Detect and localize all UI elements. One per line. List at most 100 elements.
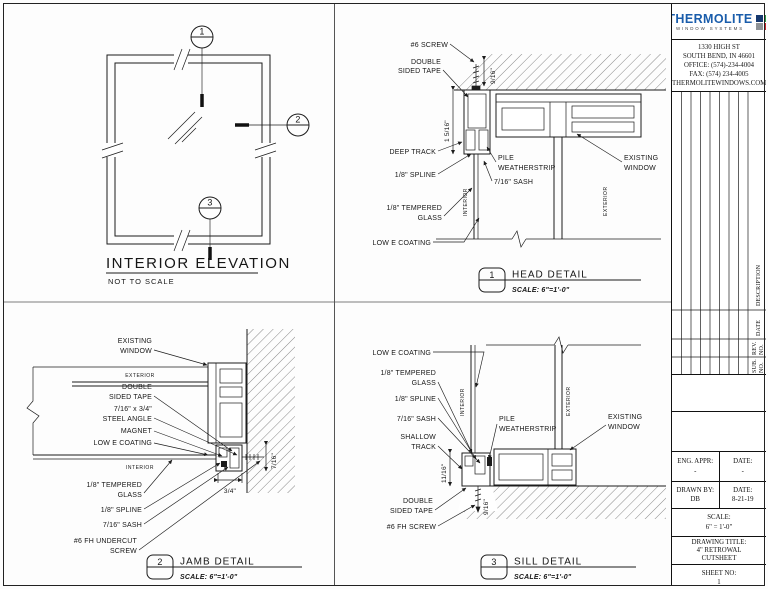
dim-9-16: 9/16" (481, 55, 497, 87)
label-glass-2: GLASS (118, 492, 142, 499)
svg-text:3: 3 (491, 557, 496, 567)
sill-detail-titleblock: 3 SILL DETAIL SCALE: 6"=1'-0" (480, 554, 636, 581)
sill-detail-drawing: INTERIOR EXTERIOR (373, 336, 666, 581)
dim-3-4: 3/4" (213, 473, 243, 495)
rev-header-sub: SUB. (752, 359, 758, 373)
company-name: THERMOLITE (672, 12, 753, 26)
address-line: THERMOLITEWINDOWS.COM (672, 80, 766, 87)
window-frame-outer (106, 54, 271, 245)
interior-elevation-drawing: 1 2 3 INTERIOR ELEVATION NOT TO SCALE (101, 25, 310, 286)
svg-text:11/16": 11/16" (441, 463, 448, 483)
jamb-detail-drawing: EXTERIOR INTERIOR 7/16" 3/4" (26, 329, 302, 581)
label-track-1: SHALLOW (400, 434, 436, 441)
quadrant-divider-vertical (334, 3, 336, 586)
label-low-e: LOW E COATING (373, 240, 431, 247)
scale-value: 6" = 1'-0" (705, 524, 733, 531)
deep-track-profile (463, 89, 491, 155)
drawing-title-label: DRAWING TITLE: (691, 539, 747, 546)
label-glass-1: 1/8" TEMPERED (386, 205, 442, 212)
label-sash: 7/16" SASH (494, 179, 533, 186)
label-existing-1: EXISTING (624, 155, 658, 162)
drawing-title-row: DRAWING TITLE: 4" RETROWAL CUTSHEET (672, 537, 766, 565)
svg-text:9/16": 9/16" (483, 499, 490, 515)
blank-box (672, 412, 766, 452)
sill-track-profile (461, 452, 492, 487)
drawing-title-line2: CUTSHEET (701, 555, 737, 562)
sheet-number-row: SHEET NO: 1 (672, 565, 766, 589)
label-screw: #6 FH SCREW (387, 524, 436, 531)
elevation-title: INTERIOR ELEVATION (106, 255, 291, 272)
blank-box (672, 375, 766, 412)
logo-squares-icon (755, 14, 766, 30)
label-tape-2: SIDED TAPE (109, 394, 152, 401)
drawing-title-line1: 4" RETROWAL (696, 547, 742, 554)
floor-hatch (464, 486, 666, 519)
label-existing-1: EXISTING (118, 338, 152, 345)
head-detail-titleblock: 1 HEAD DETAIL SCALE: 6"=1'-0" (478, 267, 641, 294)
label-glass-1: 1/8" TEMPERED (380, 370, 436, 377)
eng-appr-label: ENG. APPR: (677, 457, 714, 465)
callout-1-number: 1 (199, 27, 204, 37)
company-tagline: WINDOW SYSTEMS (675, 26, 745, 31)
glass-symbol (167, 111, 203, 145)
drawn-date-value: 8-21-19 (731, 496, 754, 504)
label-glass-2: GLASS (418, 215, 442, 222)
address-line: 1330 HIGH ST (698, 44, 740, 51)
scale-row: SCALE: 6" = 1'-0" (672, 509, 766, 537)
svg-text:7/16": 7/16" (271, 453, 278, 469)
exterior-label: EXTERIOR (125, 373, 155, 379)
svg-text:1 5/16": 1 5/16" (444, 120, 451, 142)
sheet-label: SHEET NO: (701, 569, 737, 577)
sheet-value: 1 (717, 579, 721, 587)
label-pile-2: WEATHERSTRIP (499, 426, 557, 433)
dim-1-5-16: 1 5/16" (444, 85, 456, 155)
label-spline: 1/8" SPLINE (395, 172, 436, 179)
label-glass-2: GLASS (412, 380, 436, 387)
label-track-2: TRACK (411, 444, 436, 451)
label-screw: #6 SCREW (411, 42, 449, 49)
svg-text:SCALE: 6"=1'-0": SCALE: 6"=1'-0" (514, 574, 572, 581)
interior-label: INTERIOR (463, 188, 469, 216)
rev-header-sub-no: NO. (759, 362, 765, 373)
label-pile-2: WEATHERSTRIP (498, 165, 556, 172)
drawn-date-label: DATE: (733, 486, 753, 494)
approval-row: ENG. APPR: - DATE: - (672, 452, 766, 482)
address-line: SOUTH BEND, IN 46601 (682, 53, 756, 60)
label-existing-2: WINDOW (624, 165, 656, 172)
break-symbol (26, 367, 40, 455)
exterior-label: EXTERIOR (566, 386, 572, 416)
interior-label: INTERIOR (126, 465, 154, 471)
address-line: FAX: (574) 234-4005 (689, 71, 749, 78)
callout-3-number: 3 (207, 198, 212, 208)
rev-header-description: DESCRIPTION (756, 264, 762, 306)
svg-text:JAMB DETAIL: JAMB DETAIL (180, 557, 255, 568)
wall-hatch (247, 329, 295, 493)
glass-lines (473, 154, 479, 239)
revision-table: DESCRIPTION DATE REV. NO. SUB. NO. (672, 92, 766, 375)
svg-text:9/16": 9/16" (490, 68, 497, 84)
address-line: OFFICE: (574)-234-4004 (683, 62, 755, 69)
label-spline: 1/8" SPLINE (395, 396, 436, 403)
label-screw-2: SCREW (110, 548, 137, 555)
dim-7-16: 7/16" (263, 440, 278, 472)
existing-window-frame (495, 93, 642, 239)
rev-header-date: DATE (756, 320, 762, 336)
label-steel-angle-2: STEEL ANGLE (103, 416, 153, 423)
label-existing-2: WINDOW (120, 348, 152, 355)
screw-graphic (471, 64, 481, 91)
head-detail-drawing: 9/16" 1 5/16" INTERIOR (373, 42, 666, 294)
top-break-line (486, 336, 641, 354)
eng-date-value: - (741, 468, 744, 476)
label-pile-1: PILE (498, 155, 514, 162)
label-tape-1: DOUBLE (403, 498, 433, 505)
label-existing-2: WINDOW (608, 424, 640, 431)
label-low-e: LOW E COATING (94, 440, 152, 447)
callout-3-sill: 3 (198, 196, 222, 260)
label-tape-2: SIDED TAPE (398, 68, 441, 75)
rev-header-rev-no: NO. (759, 344, 765, 355)
rev-header-rev: REV. (752, 341, 758, 355)
scale-label: SCALE: (707, 514, 731, 521)
label-magnet: MAGNET (121, 428, 153, 435)
company-address: 1330 HIGH ST SOUTH BEND, IN 46601 OFFICE… (672, 40, 766, 92)
label-glass-1: 1/8" TEMPERED (86, 482, 142, 489)
